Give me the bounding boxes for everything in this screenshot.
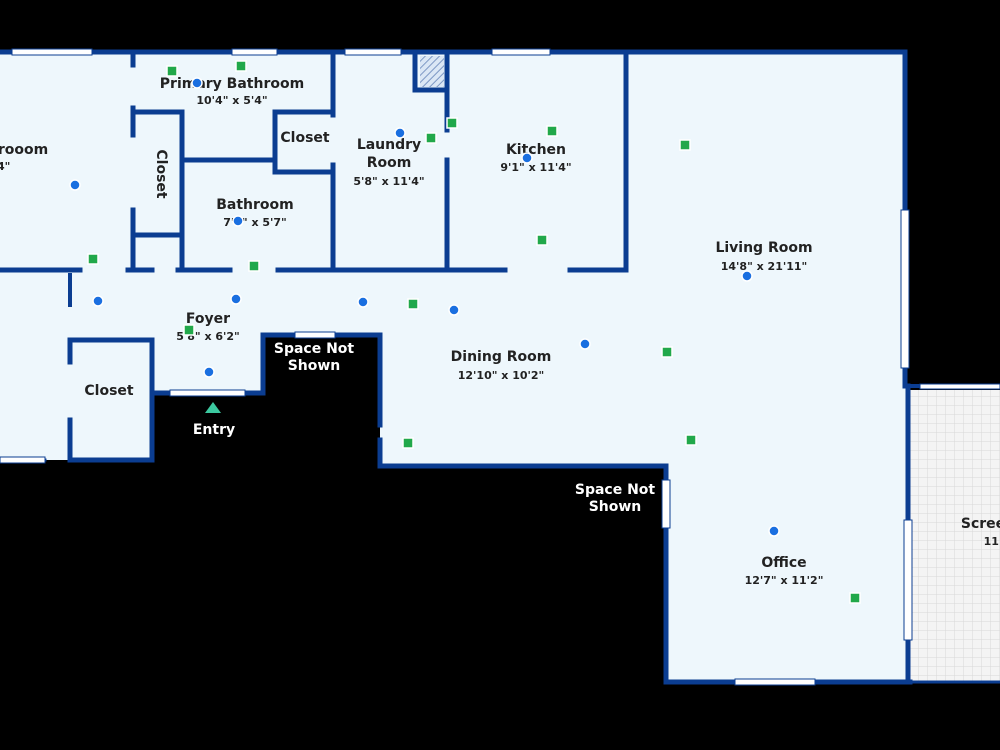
green-square-marker[interactable] xyxy=(536,234,548,246)
green-square-marker[interactable] xyxy=(235,60,247,72)
room-labels: drooom '4" Primary Bathroom 10'4" x 5'4"… xyxy=(0,76,1000,587)
green-square-marker[interactable] xyxy=(685,434,697,446)
green-square-marker[interactable] xyxy=(166,65,178,77)
green-square-marker[interactable] xyxy=(407,298,419,310)
blue-dot-marker[interactable] xyxy=(203,366,215,378)
room-name-closet-vertical: Closet xyxy=(153,149,169,199)
green-square-marker[interactable] xyxy=(425,132,437,144)
entry-marker-icon xyxy=(205,402,221,413)
green-square-marker[interactable] xyxy=(679,139,691,151)
blue-dot-marker[interactable] xyxy=(69,179,81,191)
blue-dot-marker[interactable] xyxy=(191,77,203,89)
room-dims-laundry-room: 5'8" x 11'4" xyxy=(353,175,424,188)
green-markers xyxy=(87,60,861,604)
room-name-closet-foyer: Closet xyxy=(84,383,134,399)
room-dims-living-room: 14'8" x 21'11" xyxy=(721,260,808,273)
room-name-closet-small: Closet xyxy=(280,130,330,146)
blue-dot-marker[interactable] xyxy=(394,127,406,139)
room-dims-primary-bathroom: 10'4" x 5'4" xyxy=(196,94,267,107)
green-square-marker[interactable] xyxy=(446,117,458,129)
blue-dot-marker[interactable] xyxy=(92,295,104,307)
blue-dot-marker[interactable] xyxy=(448,304,460,316)
blue-dot-marker[interactable] xyxy=(357,296,369,308)
green-square-marker[interactable] xyxy=(183,324,195,336)
screened-porch-area xyxy=(910,390,1000,682)
green-square-marker[interactable] xyxy=(546,125,558,137)
room-name-dining-room: Dining Room xyxy=(451,349,552,365)
green-square-marker[interactable] xyxy=(661,346,673,358)
green-square-marker[interactable] xyxy=(849,592,861,604)
blue-dot-marker[interactable] xyxy=(768,525,780,537)
blue-dot-marker[interactable] xyxy=(741,270,753,282)
green-square-marker[interactable] xyxy=(248,260,260,272)
green-square-marker[interactable] xyxy=(402,437,414,449)
room-dims-office: 12'7" x 11'2" xyxy=(745,574,824,587)
floor-area xyxy=(0,52,910,682)
blue-dot-marker[interactable] xyxy=(230,293,242,305)
room-dims-dining-room: 12'10" x 10'2" xyxy=(458,369,545,382)
blue-dot-marker[interactable] xyxy=(521,152,533,164)
blue-dot-marker[interactable] xyxy=(579,338,591,350)
room-name-foyer: Foyer xyxy=(186,311,230,327)
windows xyxy=(0,48,1000,686)
room-dims-kitchen: 9'1" x 11'4" xyxy=(500,161,571,174)
green-square-marker[interactable] xyxy=(87,253,99,265)
room-name-kitchen: Kitchen xyxy=(506,142,566,158)
room-dims-screened: 11' xyxy=(984,535,1000,548)
room-name-primary-bathroom: Primary Bathroom xyxy=(160,76,304,92)
utility-chase xyxy=(420,56,444,87)
blue-dot-marker[interactable] xyxy=(232,215,244,227)
room-dims-bedroom: '4" xyxy=(0,160,10,173)
room-name-bedroom: drooom xyxy=(0,142,48,158)
walls xyxy=(0,49,1000,685)
blue-markers xyxy=(69,77,780,537)
room-name-office: Office xyxy=(761,555,806,571)
room-name-bathroom: Bathroom xyxy=(216,197,294,213)
room-name-screened: Scree xyxy=(961,516,1000,532)
entry-label: Entry xyxy=(193,422,235,438)
room-name-living-room: Living Room xyxy=(715,240,812,256)
